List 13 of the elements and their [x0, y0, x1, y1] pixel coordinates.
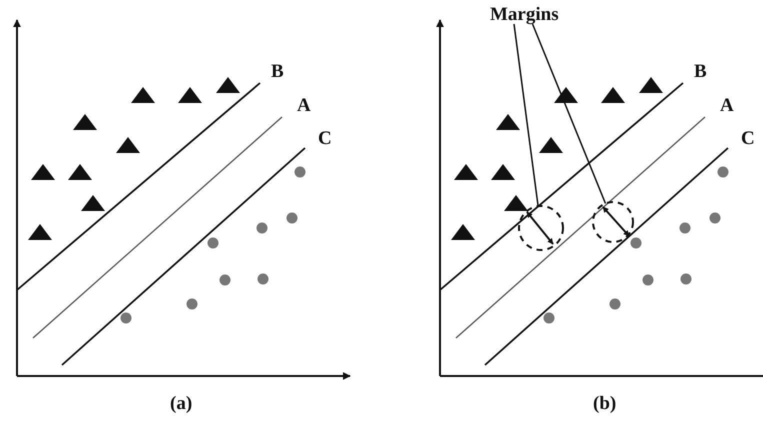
- panel-caption: (a): [170, 394, 192, 413]
- line-label: C: [318, 129, 332, 148]
- line-label: B: [271, 62, 284, 81]
- leader-line: [532, 24, 606, 204]
- line-label: A: [297, 96, 311, 115]
- callout-text: Margins: [490, 5, 559, 24]
- line-label: A: [720, 96, 734, 115]
- line-label: B: [694, 62, 707, 81]
- line-label: C: [741, 129, 755, 148]
- dashed-margin-circle: [591, 200, 635, 244]
- leader-line: [513, 24, 539, 206]
- dashed-margin-circle: [517, 204, 565, 252]
- panel-caption: (b): [593, 394, 616, 413]
